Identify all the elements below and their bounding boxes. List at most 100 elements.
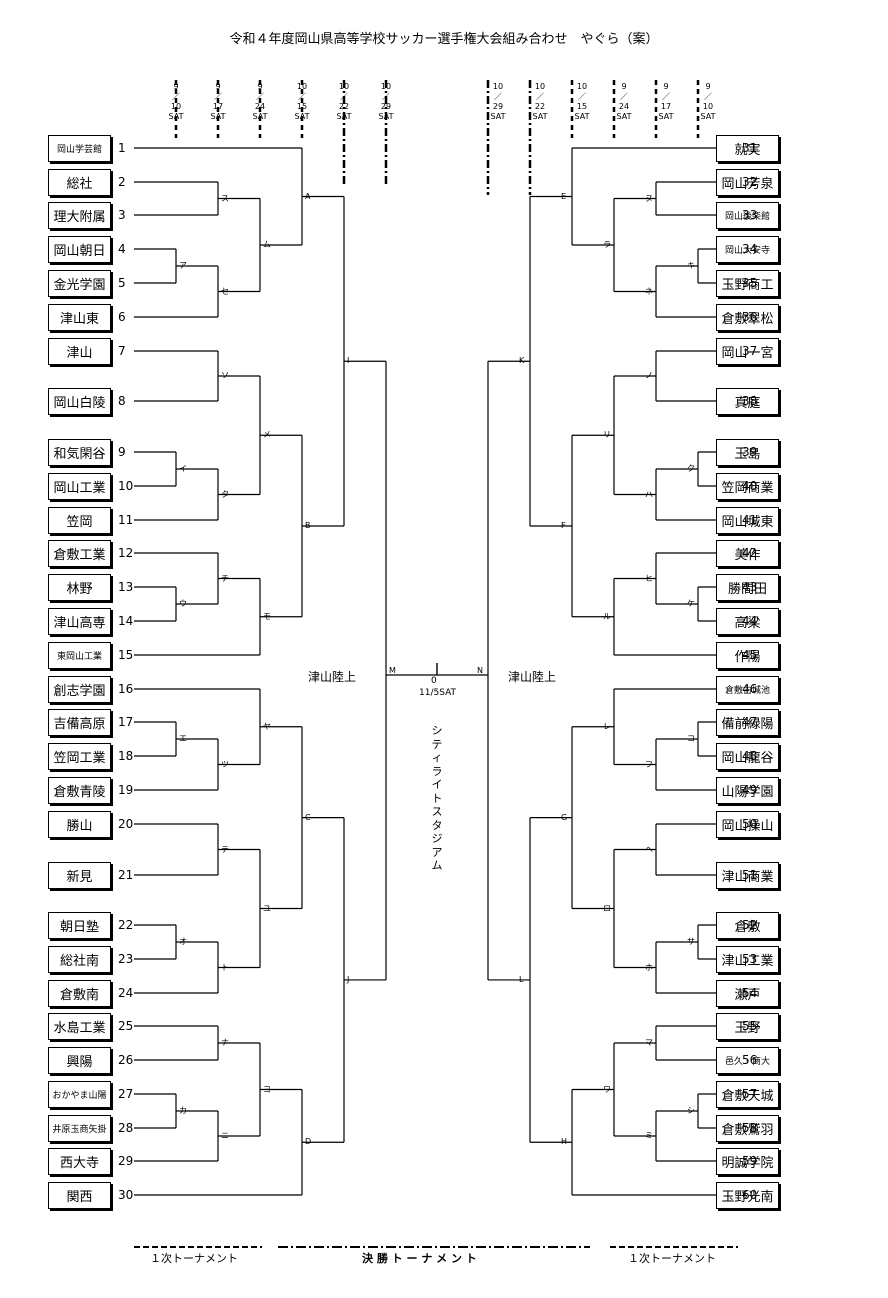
- team-number: 36: [742, 310, 758, 324]
- team-box: 岡山工業: [48, 473, 111, 500]
- team-box: 玉島: [716, 439, 779, 466]
- team-box: 玉野商工: [716, 270, 779, 297]
- team-number: 24: [118, 986, 134, 1000]
- team-number: 49: [742, 783, 758, 797]
- match-label: ユ: [263, 903, 271, 913]
- footer-right: １次トーナメント: [628, 1252, 716, 1265]
- team-box: 就実: [716, 135, 779, 162]
- date-day: 10: [170, 102, 182, 111]
- team-box: 岡山城東: [716, 507, 779, 534]
- team-number: 51: [742, 868, 758, 882]
- match-label: オ: [179, 937, 187, 946]
- footer-left: １次トーナメント: [150, 1252, 238, 1265]
- team-box: 岡山操山: [716, 811, 779, 838]
- date-month: 9: [173, 82, 179, 91]
- date-day: 29: [380, 102, 392, 111]
- match-label: D: [305, 1137, 312, 1147]
- date-day: 22: [534, 102, 546, 111]
- match-label: レ: [603, 721, 611, 731]
- match-label: チ: [221, 573, 229, 583]
- date-sep: ／: [662, 92, 670, 101]
- team-number: 58: [742, 1121, 758, 1135]
- date-sep: ／: [256, 92, 264, 101]
- team-number: 39: [742, 445, 758, 459]
- team-number: 4: [118, 242, 126, 256]
- team-box: 東岡山工業: [48, 642, 111, 669]
- team-box: おかやま山陽: [48, 1081, 111, 1108]
- team-box: 吉備高原: [48, 709, 111, 736]
- team-box: 作陽: [716, 642, 779, 669]
- team-box: 勝山: [48, 811, 111, 838]
- match-label: ハ: [645, 489, 653, 499]
- team-box: 津山: [48, 338, 111, 365]
- team-number: 44: [742, 614, 758, 628]
- team-box: 水島工業: [48, 1013, 111, 1040]
- date-weekday: SAT: [490, 112, 506, 121]
- match-label: N: [477, 665, 483, 675]
- match-label: ナ: [221, 1038, 229, 1047]
- team-box: 金光学園: [48, 270, 111, 297]
- match-label: M: [389, 665, 396, 675]
- team-box: 笠岡工業: [48, 743, 111, 770]
- team-number: 42: [742, 546, 758, 560]
- team-box: 岡山後楽館: [716, 202, 779, 229]
- match-label: コ: [687, 734, 695, 743]
- team-box: 倉敷古城池: [716, 676, 779, 703]
- date-weekday: SAT: [378, 112, 394, 121]
- date-month: 9: [215, 82, 221, 91]
- team-box: 林野: [48, 574, 111, 601]
- match-label: ツ: [221, 759, 229, 769]
- team-number: 53: [742, 952, 758, 966]
- date-sep: ／: [578, 92, 586, 101]
- match-label: C: [305, 812, 311, 822]
- team-box: 笠岡: [48, 507, 111, 534]
- team-box: 総社南: [48, 946, 111, 973]
- team-box: 山陽学園: [716, 777, 779, 804]
- match-label: L: [519, 974, 524, 984]
- team-number: 21: [118, 868, 134, 882]
- team-box: 倉敷: [716, 912, 779, 939]
- team-box: 岡山芳泉: [716, 169, 779, 196]
- team-number: 9: [118, 445, 126, 459]
- match-label: ソ: [221, 371, 229, 380]
- team-number: 15: [118, 648, 134, 662]
- match-label: ヘ: [645, 844, 653, 854]
- team-number: 19: [118, 783, 134, 797]
- team-box: 津山工業: [716, 946, 779, 973]
- match-label: ウ: [179, 599, 187, 608]
- match-label: ス: [221, 193, 229, 203]
- date-day: 17: [660, 102, 672, 111]
- team-number: 33: [742, 208, 758, 222]
- team-box: 西大寺: [48, 1148, 111, 1175]
- match-label: E: [561, 191, 567, 201]
- team-number: 17: [118, 715, 134, 729]
- match-label: ク: [687, 464, 695, 473]
- match-label: I: [347, 356, 350, 366]
- date-month: 10: [296, 82, 308, 91]
- team-number: 45: [742, 648, 758, 662]
- match-label: ケ: [687, 599, 695, 608]
- date-weekday: SAT: [658, 112, 674, 121]
- date-weekday: SAT: [532, 112, 548, 121]
- team-number: 46: [742, 682, 758, 696]
- team-box: 津山商業: [716, 862, 779, 889]
- team-box: 倉敷翠松: [716, 304, 779, 331]
- team-box: 岡山大安寺: [716, 236, 779, 263]
- match-label: ネ: [645, 286, 653, 296]
- match-label: ヌ: [645, 193, 653, 203]
- team-box: 笠岡商業: [716, 473, 779, 500]
- team-box: 倉敷天城: [716, 1081, 779, 1108]
- match-label: A: [305, 191, 311, 201]
- team-number: 29: [118, 1154, 134, 1168]
- team-box: 井原玉商矢掛: [48, 1115, 111, 1142]
- match-label: テ: [221, 844, 229, 854]
- team-box: 新見: [48, 862, 111, 889]
- match-label: G: [561, 812, 568, 822]
- date-weekday: SAT: [336, 112, 352, 121]
- team-number: 48: [742, 749, 758, 763]
